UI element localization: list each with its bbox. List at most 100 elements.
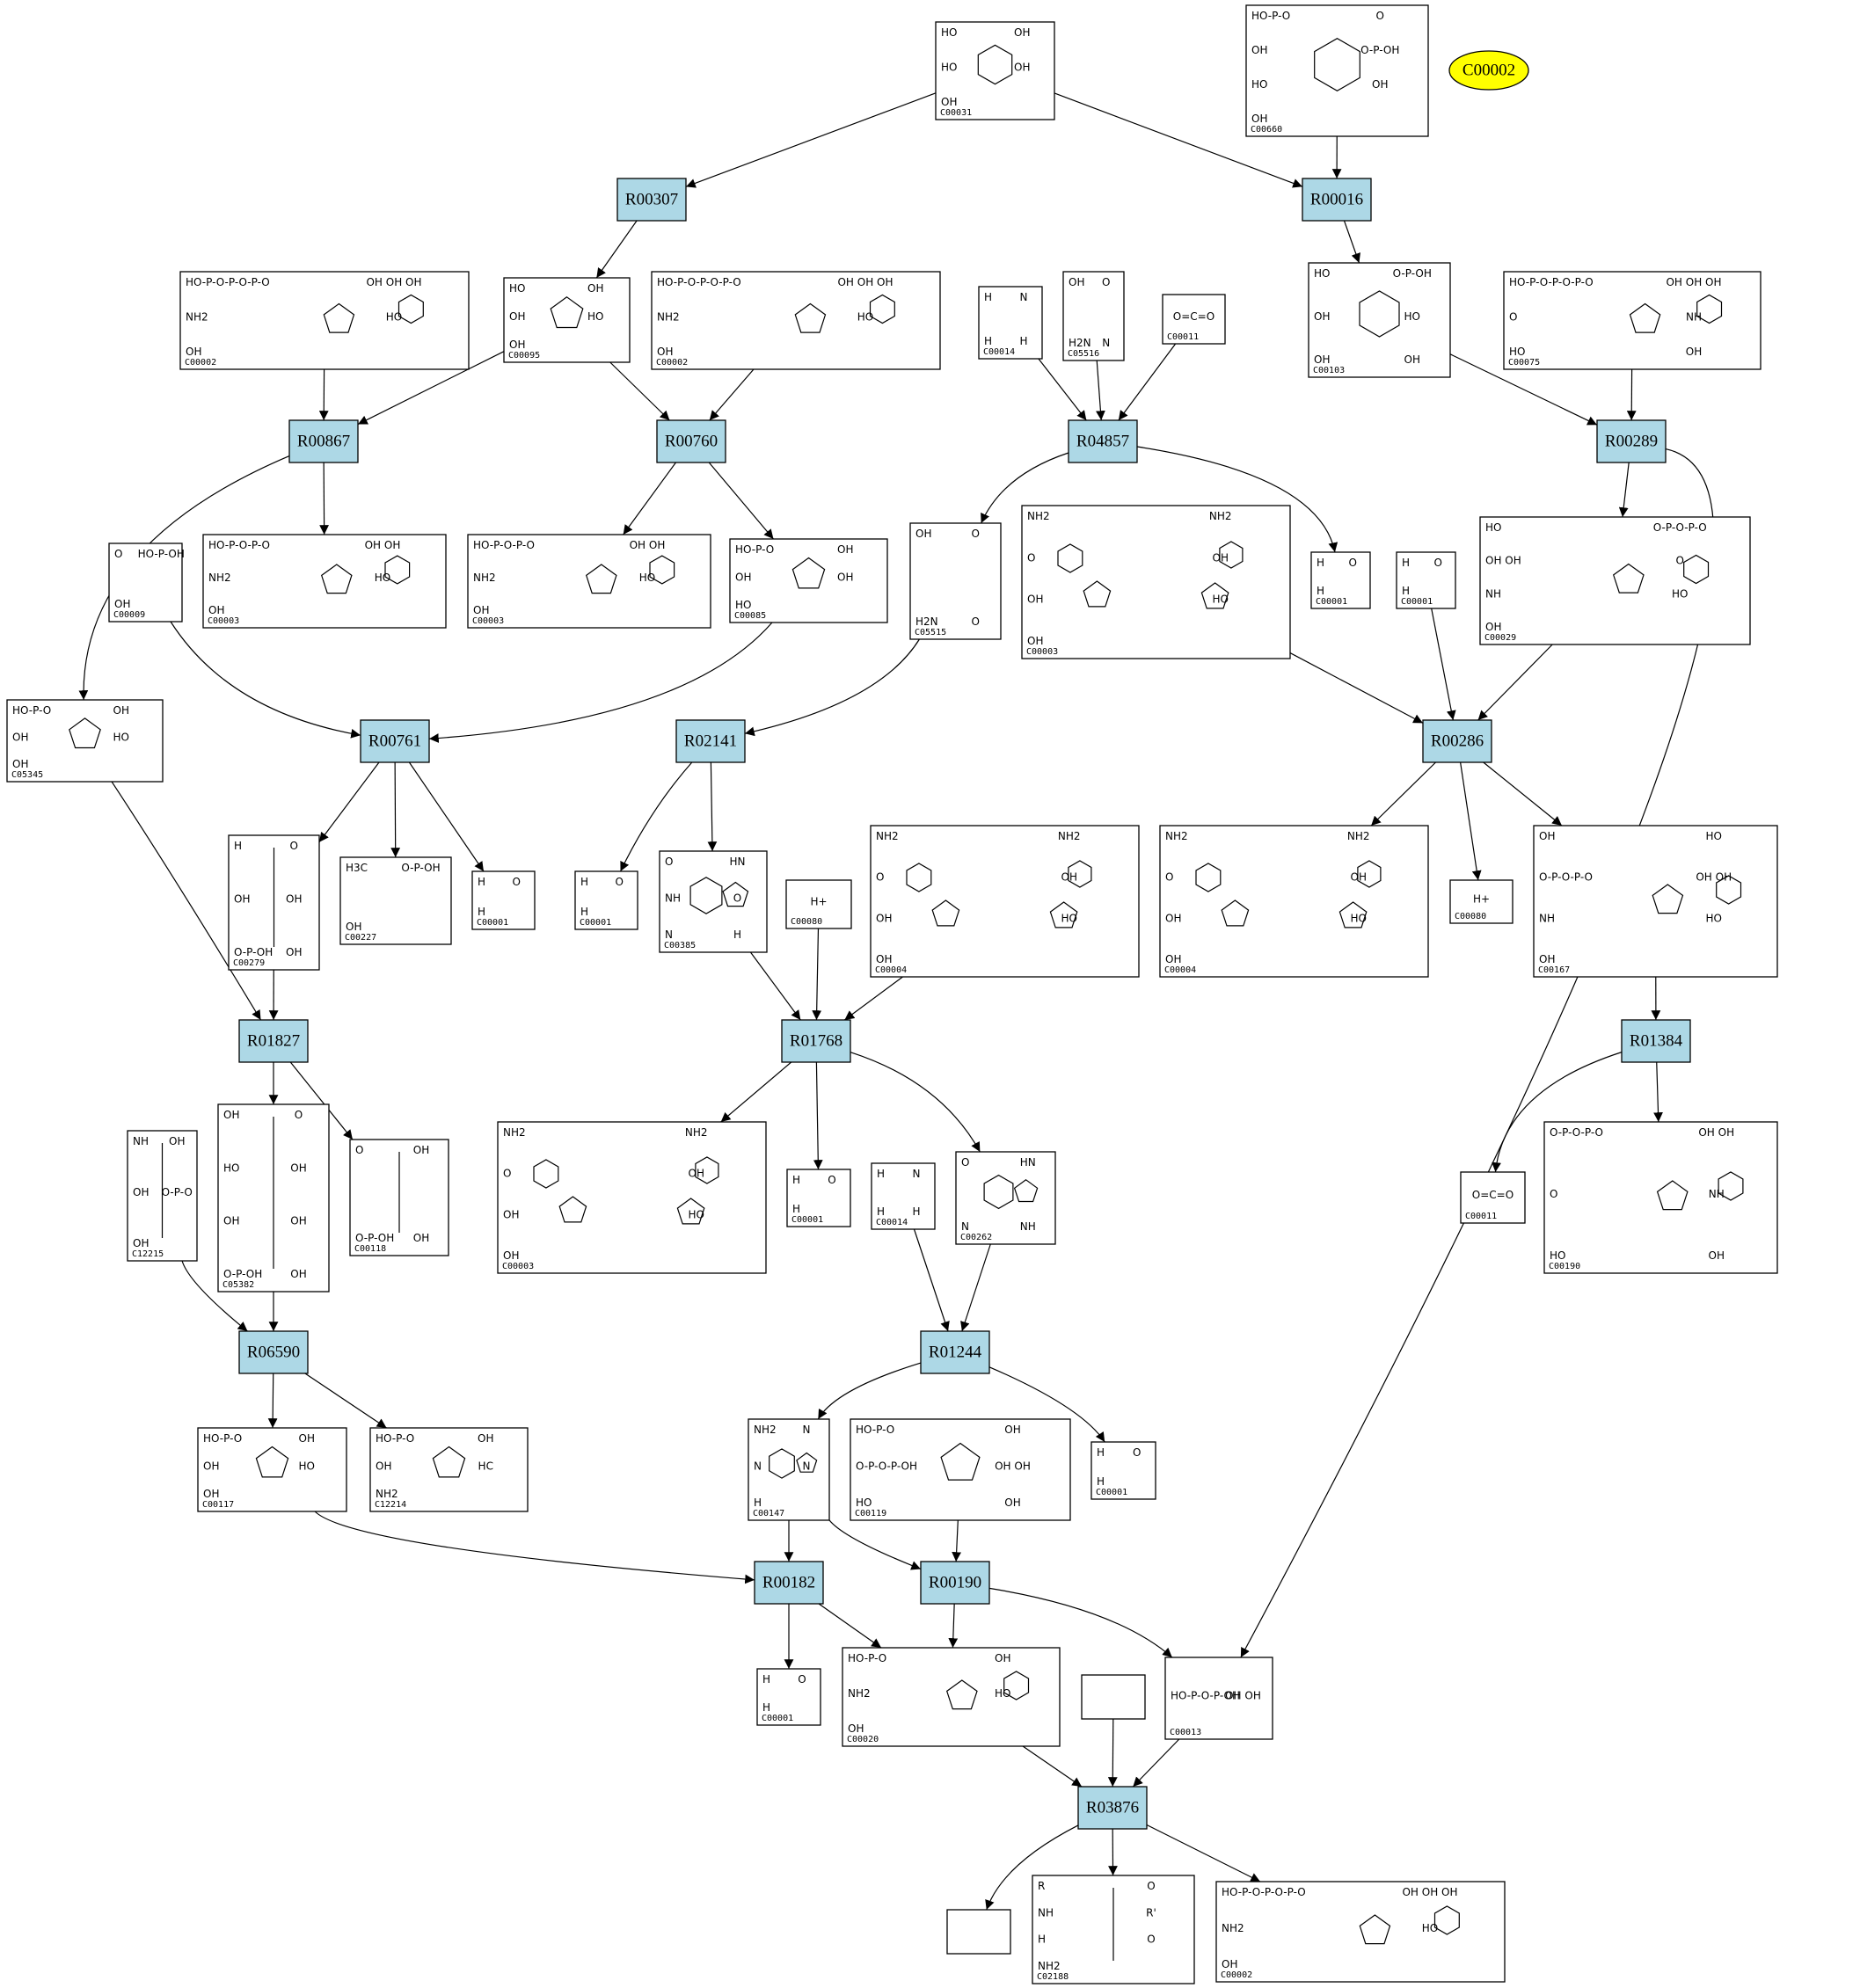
- reaction-r01384[interactable]: R01384: [1621, 1019, 1691, 1063]
- reaction-r04857[interactable]: R04857: [1068, 419, 1138, 463]
- reaction-r03876[interactable]: R03876: [1077, 1786, 1148, 1830]
- compound-c00080[interactable]: H+C00080: [1449, 879, 1514, 924]
- reaction-r00760[interactable]: R00760: [656, 419, 726, 463]
- edge-R01244-c00001f: [988, 1366, 1105, 1443]
- reaction-r01768[interactable]: R01768: [781, 1019, 851, 1063]
- compound-atom-label: H: [580, 876, 588, 888]
- reaction-r00867[interactable]: R00867: [288, 419, 359, 463]
- reaction-r00761[interactable]: R00761: [360, 719, 430, 763]
- compound-atom-label: NH2: [376, 1488, 398, 1500]
- compound-atom-label: NH2: [848, 1687, 871, 1700]
- compound-atom-label: H: [580, 906, 588, 918]
- compound-empty[interactable]: [1081, 1674, 1146, 1720]
- compound-atom-label: OH: [941, 96, 957, 108]
- highlight-compound[interactable]: C00002: [1448, 50, 1529, 91]
- compound-atom-label: O: [798, 1673, 806, 1686]
- compound-atom-label: OH: [1027, 593, 1043, 606]
- reaction-r00286[interactable]: R00286: [1422, 719, 1492, 763]
- compound-atom-label: H+: [1473, 893, 1490, 906]
- edge-blank1-R03876: [1107, 1718, 1118, 1788]
- compound-empty[interactable]: [946, 1909, 1011, 1955]
- compound-atom-label: HO: [223, 1161, 239, 1174]
- compound-atom-label: O-P-O-P-O: [1539, 871, 1593, 884]
- reaction-label: R06590: [247, 1344, 300, 1362]
- compound-atom-label: OH OH: [365, 539, 401, 551]
- reaction-r01244[interactable]: R01244: [920, 1330, 990, 1374]
- edge-R06590-c00117: [267, 1373, 278, 1429]
- compound-c00080[interactable]: H+C00080: [785, 879, 852, 929]
- compound-id: C00009: [113, 610, 145, 620]
- compound-atom-label: OH: [876, 912, 892, 924]
- reaction-r00182[interactable]: R00182: [754, 1561, 824, 1605]
- compound-id: C00002: [656, 358, 688, 368]
- reaction-r00190[interactable]: R00190: [920, 1561, 990, 1605]
- compound-atom-label: OH: [1314, 353, 1330, 366]
- reaction-r01827[interactable]: R01827: [238, 1019, 309, 1063]
- reaction-r00016[interactable]: R00016: [1302, 178, 1372, 222]
- compound-atom-label: O-P-O: [162, 1186, 193, 1198]
- reaction-r00307[interactable]: R00307: [616, 178, 687, 222]
- compound-atom-label: H3C: [346, 862, 368, 874]
- compound-atom-label: N: [1020, 291, 1028, 303]
- compound-atom-label: H: [1317, 557, 1324, 569]
- compound-atom-label: OH OH OH: [837, 276, 893, 288]
- compound-id: C00014: [876, 1218, 908, 1227]
- reaction-r06590[interactable]: R06590: [238, 1330, 309, 1374]
- compound-atom-label: O: [1376, 10, 1384, 22]
- compound-id: C00002: [185, 358, 216, 368]
- edge-R00286-c00167: [1483, 761, 1563, 827]
- compound-atom-label: OH: [413, 1144, 429, 1156]
- edge-R03876-blank2: [985, 1824, 1079, 1911]
- reaction-r00289[interactable]: R00289: [1596, 419, 1667, 463]
- reaction-r02141[interactable]: R02141: [675, 719, 746, 763]
- compound-atom-label: O-P-O-P-OH: [856, 1460, 917, 1473]
